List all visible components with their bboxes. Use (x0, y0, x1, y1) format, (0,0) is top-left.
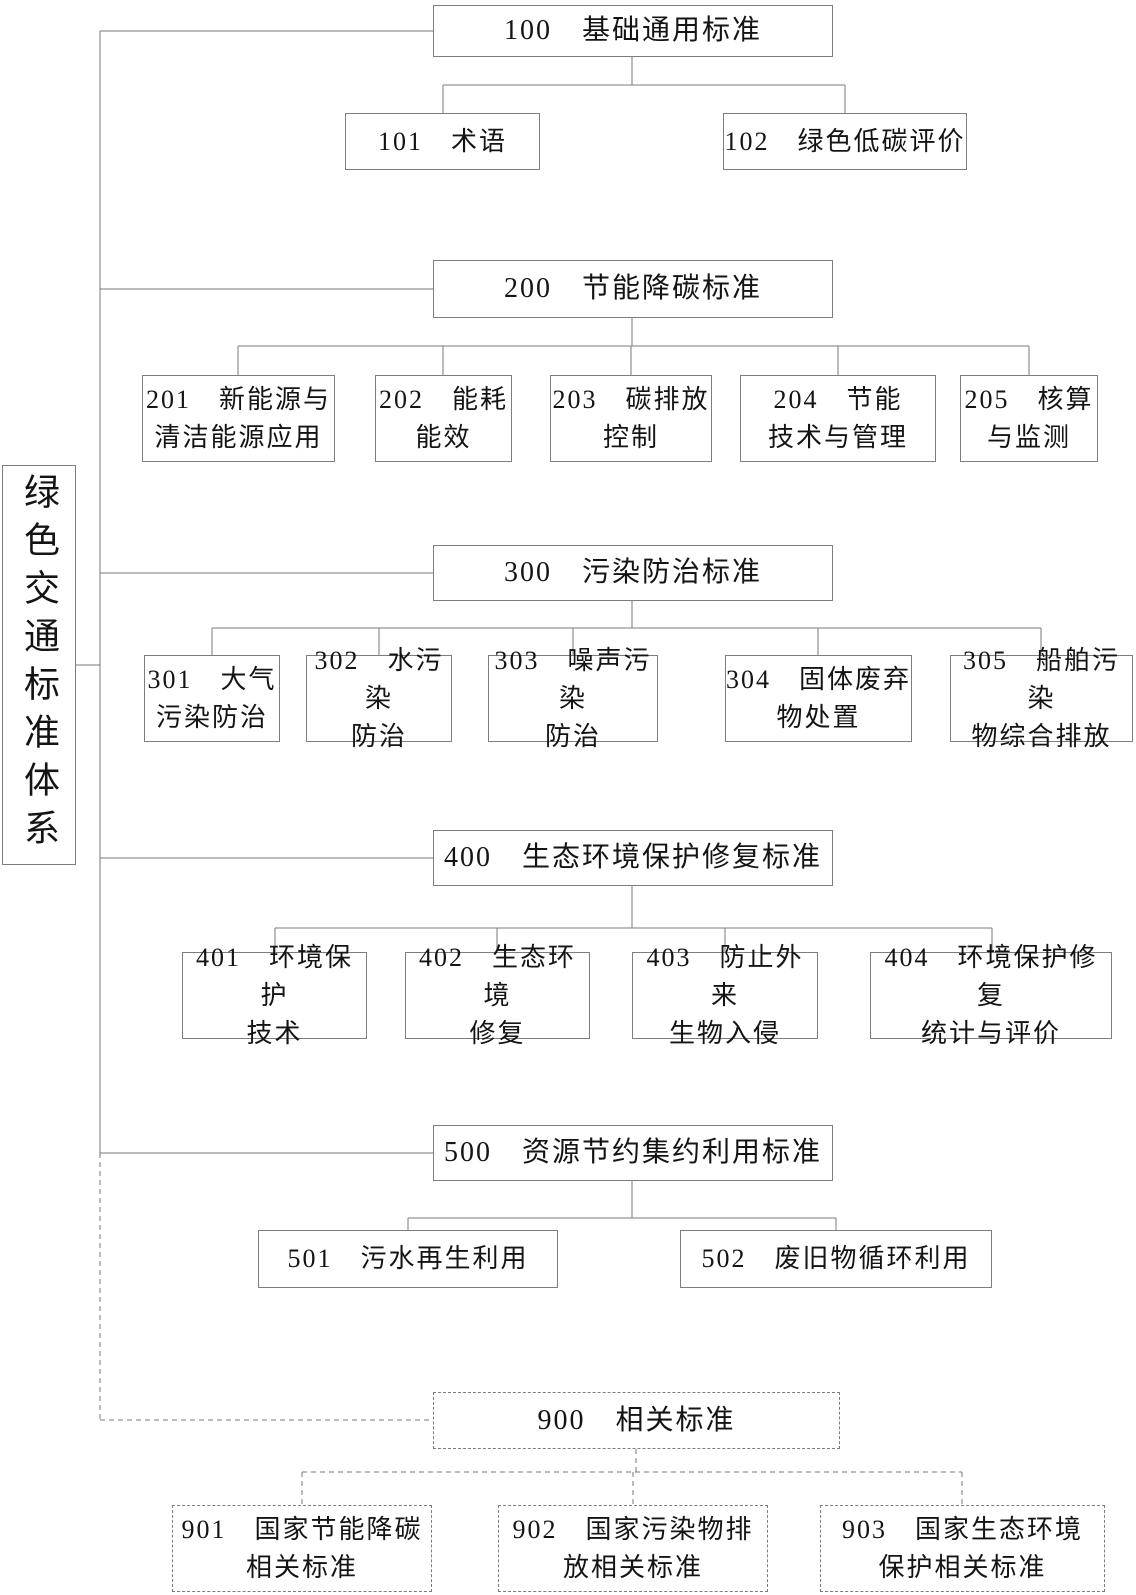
node-900: 900 相关标准 (433, 1392, 840, 1449)
node-305: 305 船舶污染 物综合排放 (950, 646, 1133, 751)
node-502: 502 废旧物循环利用 (680, 1230, 992, 1288)
node-404: 404 环境保护修复 统计与评价 (870, 943, 1112, 1048)
node-202: 202 能耗 能效 (375, 375, 512, 462)
node-102: 102 绿色低碳评价 (723, 113, 967, 170)
node-400: 400 生态环境保护修复标准 (433, 830, 833, 886)
node-401: 401 环境保护 技术 (182, 943, 367, 1048)
connector-200-children (237, 318, 1030, 375)
node-303: 303 噪声污染 防治 (488, 646, 658, 751)
node-100: 100 基础通用标准 (433, 5, 833, 57)
node-402: 402 生态环境 修复 (405, 943, 590, 1048)
node-500: 500 资源节约集约利用标准 (433, 1125, 833, 1181)
node-903: 903 国家生态环境 保护相关标准 (820, 1505, 1105, 1592)
node-203: 203 碳排放 控制 (550, 375, 712, 462)
connector-500-children (407, 1181, 837, 1230)
connector-100-children (442, 57, 846, 113)
node-403: 403 防止外来 生物入侵 (632, 943, 818, 1048)
node-302: 302 水污染 防治 (306, 646, 452, 751)
node-201: 201 新能源与 清洁能源应用 (142, 375, 335, 462)
node-304: 304 固体废弃 物处置 (725, 655, 912, 742)
node-204: 204 节能 技术与管理 (740, 375, 936, 462)
node-205: 205 核算 与监测 (960, 375, 1098, 462)
root-node: 绿色交通标准体系 (2, 465, 76, 865)
node-101: 101 术语 (345, 113, 540, 170)
node-200: 200 节能降碳标准 (433, 260, 833, 318)
node-901: 901 国家节能降碳 相关标准 (172, 1505, 432, 1592)
connector-900-dashed (99, 1153, 963, 1505)
node-301: 301 大气 污染防治 (144, 655, 280, 742)
node-501: 501 污水再生利用 (258, 1230, 558, 1288)
node-902: 902 国家污染物排 放相关标准 (498, 1505, 768, 1592)
node-300: 300 污染防治标准 (433, 545, 833, 601)
